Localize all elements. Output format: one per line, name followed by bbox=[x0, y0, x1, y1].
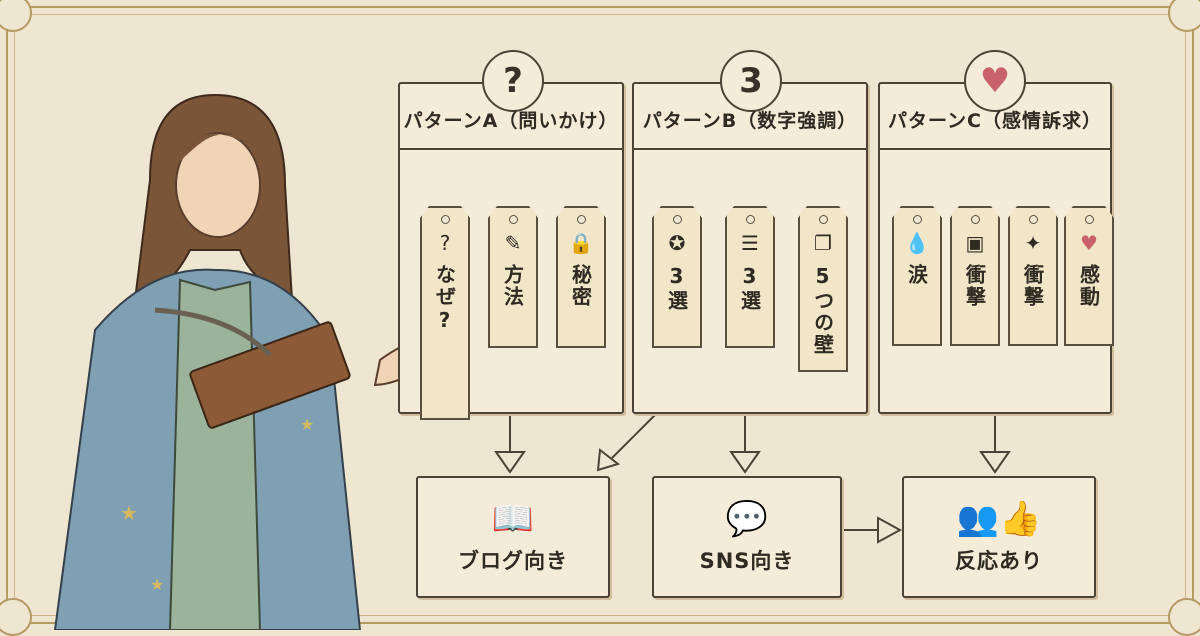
tag-hole bbox=[912, 215, 922, 224]
frame-corner-ornament bbox=[1168, 0, 1200, 32]
pattern-a-panel: ? パターンA（問いかけ） ? なぜ? ✎ 方法 🔒 秘密 bbox=[398, 50, 624, 420]
tag-label: なぜ? bbox=[432, 264, 457, 334]
tag-label: 感動 bbox=[1076, 264, 1101, 308]
pattern-b-title: パターンB（数字強調） bbox=[634, 84, 866, 150]
tag-hole bbox=[576, 215, 586, 224]
heart-icon: ♥ bbox=[964, 50, 1026, 112]
tag-label: 5つの壁 bbox=[810, 264, 835, 356]
pattern-c-title: パターンC（感情訴求） bbox=[880, 84, 1110, 150]
chat-bubbles-icon: 💬 bbox=[725, 499, 769, 539]
tag-secret: 🔒 秘密 bbox=[556, 206, 606, 348]
face bbox=[175, 132, 261, 238]
tag-label: 衝撃 bbox=[1020, 264, 1045, 308]
tag-hole bbox=[818, 215, 828, 224]
tag-label: 3選 bbox=[737, 264, 762, 312]
tag-hole bbox=[1084, 215, 1094, 224]
bangs bbox=[172, 134, 262, 170]
result-sns: 💬 SNS向き bbox=[652, 476, 842, 598]
tag-label: 秘密 bbox=[568, 264, 593, 308]
lock-icon: 🔒 bbox=[568, 231, 594, 255]
pattern-b-panel: 3 パターンB（数字強調） ✪ 3選 ☰ 3選 ❐ 5つの壁 bbox=[632, 50, 868, 414]
result-response: 👥👍 反応あり bbox=[902, 476, 1096, 598]
tag-hole bbox=[508, 215, 518, 224]
tag-hole bbox=[672, 215, 682, 224]
tag-three-picks: ✪ 3選 bbox=[652, 206, 702, 348]
monitor-chart-icon: ▣ bbox=[965, 231, 985, 255]
tag-question: ? なぜ? bbox=[420, 206, 470, 420]
star-ornament: ★ bbox=[150, 575, 164, 594]
storyteller-illustration: ★ ★ ★ bbox=[53, 93, 420, 630]
question-bubble-icon: ? bbox=[439, 231, 451, 255]
tag-label: 衝撃 bbox=[962, 264, 987, 308]
tag-label: 方法 bbox=[500, 264, 525, 308]
tag-hole bbox=[1028, 215, 1038, 224]
result-label: ブログ向き bbox=[458, 549, 568, 573]
pattern-c-panel: ♥ パターンC（感情訴求） 💧 涙 ▣ 衝撃 ✦ 衝撃 ♥ 感動 bbox=[878, 50, 1114, 414]
decorative-frame-inner bbox=[14, 14, 1186, 616]
tag-three-list: ☰ 3選 bbox=[725, 206, 775, 348]
star-ornament: ★ bbox=[300, 415, 314, 434]
question-icon: ? bbox=[482, 50, 544, 112]
result-blog: 📖 ブログ向き bbox=[416, 476, 610, 598]
sparkle-icon: ✦ bbox=[1024, 231, 1042, 255]
tag-shock-2: ✦ 衝撃 bbox=[1008, 206, 1058, 346]
medal-icon: ✪ bbox=[668, 231, 686, 255]
number-three-icon: 3 bbox=[720, 50, 782, 112]
tag-shock-1: ▣ 衝撃 bbox=[950, 206, 1000, 346]
people-thumbs-up-icon: 👥👍 bbox=[956, 499, 1042, 539]
stacked-cards-icon: ❐ bbox=[814, 231, 832, 255]
tag-method: ✎ 方法 bbox=[488, 206, 538, 348]
tag-tears: 💧 涙 bbox=[892, 206, 942, 346]
decorative-frame bbox=[6, 6, 1194, 624]
open-book-icon: 📖 bbox=[491, 499, 535, 539]
result-label: SNS向き bbox=[699, 549, 795, 573]
tag-hole bbox=[440, 215, 450, 224]
tag-hole bbox=[745, 215, 755, 224]
tag-moved: ♥ 感動 bbox=[1064, 206, 1114, 346]
tag-hole bbox=[970, 215, 980, 224]
pencil-note-icon: ✎ bbox=[504, 231, 522, 255]
tag-five-walls: ❐ 5つの壁 bbox=[798, 206, 848, 372]
star-ornament: ★ bbox=[120, 501, 138, 525]
result-label: 反応あり bbox=[955, 549, 1043, 573]
heart-icon: ♥ bbox=[1080, 231, 1098, 255]
list-icon: ☰ bbox=[741, 231, 759, 255]
quill bbox=[154, 307, 272, 357]
tag-label: 涙 bbox=[904, 264, 929, 286]
pattern-a-title: パターンA（問いかけ） bbox=[400, 84, 622, 150]
tears-icon: 💧 bbox=[904, 231, 930, 255]
tag-label: 3選 bbox=[664, 264, 689, 312]
